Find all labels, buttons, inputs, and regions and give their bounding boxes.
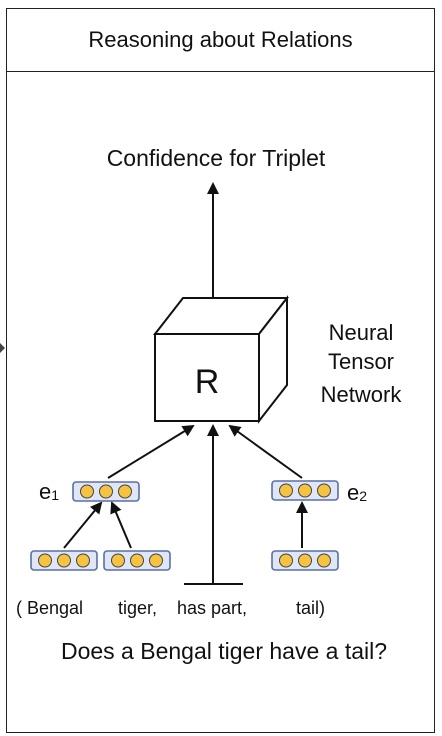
e1-label: e1 [39,479,59,504]
bengal-word-vector [30,550,98,571]
diagram-title: Reasoning about Relations [88,27,353,52]
bengal-to-e1-arrow [63,501,103,549]
tiger-word-vector [103,550,171,571]
e1-to-cube-arrow [107,424,195,479]
e2-label: e2 [347,480,367,505]
relation-letter: R [195,363,220,401]
e1-vector [72,481,140,502]
network-label-line-3: Network [321,382,403,407]
e2-vector [271,480,339,501]
network-label-line-2: Tensor [328,349,394,374]
left-edge-arrow-icon [0,343,5,353]
triplet-word-tiger: tiger, [118,598,157,618]
tail-word-vector [271,550,339,571]
triplet-word-tail: tail) [296,598,325,618]
tiger-to-e1-arrow [110,501,132,549]
e2-to-cube-arrow [228,424,303,479]
output-label: Confidence for Triplet [107,145,326,171]
question-text: Does a Bengal tiger have a tail? [61,638,387,664]
triplet-word-bengal: ( Bengal [16,598,83,618]
network-label-line-1: Neural [329,320,394,345]
tensor-cube [152,295,290,424]
triplet-word-has-part: has part, [177,598,247,618]
title-bar: Reasoning about Relations [6,8,435,72]
